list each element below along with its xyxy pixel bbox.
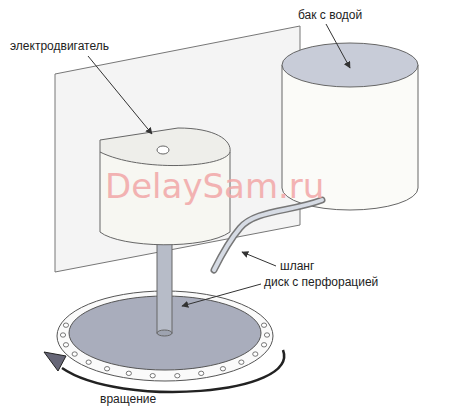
rotation-arrow — [62, 350, 284, 392]
leader-line — [242, 252, 276, 266]
shaft — [157, 238, 172, 333]
part-label: бак с водой — [298, 9, 362, 22]
part-label: электродвигатель — [10, 40, 109, 53]
part-label: диск с перфорацией — [264, 276, 378, 289]
caption-label: вращение — [100, 393, 156, 406]
leader-line — [326, 24, 350, 68]
leader-line — [182, 284, 261, 306]
back-plate — [55, 26, 300, 272]
part-label: шланг — [280, 260, 314, 273]
watermark: DelaySam.ru — [105, 168, 324, 205]
rotation-arrowhead — [44, 352, 66, 371]
leader-line — [88, 56, 152, 134]
